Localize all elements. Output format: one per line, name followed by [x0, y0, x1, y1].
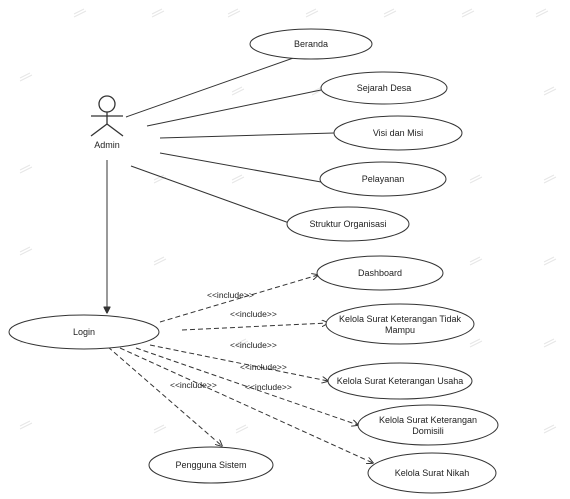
include-label-domisili: <<include>> [240, 362, 287, 372]
admin-actor: Admin [90, 95, 124, 150]
svg-text:Kelola Surat Keterangan Tidak: Kelola Surat Keterangan Tidak [339, 314, 462, 324]
association-pelayanan [159, 152, 322, 183]
svg-text:Kelola Surat Keterangan: Kelola Surat Keterangan [379, 415, 477, 425]
use-case-visi-misi: Visi dan Misi [333, 115, 463, 151]
include-usaha [149, 344, 328, 381]
include-tidak-mampu [181, 323, 328, 331]
use-case-login: Login [8, 314, 160, 350]
svg-text:Pengguna Sistem: Pengguna Sistem [175, 460, 246, 470]
use-case-kelola-surat-nikah: Kelola Surat Nikah [367, 452, 497, 494]
background-watermark [19, 8, 557, 434]
include-domisili [135, 347, 358, 425]
use-case-kelola-surat-tidak-mampu: Kelola Surat Keterangan Tidak Mampu [325, 303, 475, 345]
association-struktur [130, 165, 293, 225]
svg-text:Kelola Surat Nikah: Kelola Surat Nikah [395, 468, 470, 478]
use-case-beranda: Beranda [249, 28, 373, 60]
include-nikah [119, 347, 373, 463]
association-sejarah-desa [146, 89, 322, 127]
association-visi-misi [159, 132, 335, 139]
include-label-dashboard: <<include>> [207, 290, 254, 300]
include-label-nikah: <<include>> [245, 382, 292, 392]
svg-text:Login: Login [73, 327, 95, 337]
include-label-pengguna: <<include>> [170, 380, 217, 390]
svg-text:Struktur Organisasi: Struktur Organisasi [309, 219, 386, 229]
svg-text:Visi dan Misi: Visi dan Misi [373, 128, 423, 138]
use-case-sejarah-desa: Sejarah Desa [320, 71, 448, 105]
include-label-usaha: <<include>> [230, 340, 277, 350]
use-case-pengguna-sistem: Pengguna Sistem [148, 446, 274, 484]
svg-text:Pelayanan: Pelayanan [362, 174, 405, 184]
actor-label: Admin [94, 140, 120, 150]
include-dashboard [159, 275, 318, 323]
include-pengguna [107, 346, 222, 446]
include-labels: <<include>> <<include>> <<include>> <<in… [170, 290, 292, 392]
svg-text:Beranda: Beranda [294, 39, 328, 49]
associations [107, 49, 335, 313]
use-case-kelola-surat-domisili: Kelola Surat Keterangan Domisili [357, 404, 499, 446]
svg-text:Kelola Surat Keterangan Usaha: Kelola Surat Keterangan Usaha [337, 376, 464, 386]
svg-text:Mampu: Mampu [385, 325, 415, 335]
use-case-pelayanan: Pelayanan [319, 161, 447, 197]
stick-figure-actor-icon [90, 95, 124, 137]
svg-text:Domisili: Domisili [412, 426, 444, 436]
use-case-struktur-organisasi: Struktur Organisasi [286, 206, 410, 242]
use-case-kelola-surat-usaha: Kelola Surat Keterangan Usaha [327, 362, 473, 400]
include-label-tidak-mampu: <<include>> [230, 309, 277, 319]
svg-text:Sejarah Desa: Sejarah Desa [357, 83, 412, 93]
use-cases: Beranda Sejarah Desa Visi dan Misi Pelay… [8, 28, 499, 494]
svg-text:Dashboard: Dashboard [358, 268, 402, 278]
use-case-dashboard: Dashboard [316, 255, 444, 291]
include-relations [107, 275, 373, 463]
association-beranda [125, 49, 317, 118]
